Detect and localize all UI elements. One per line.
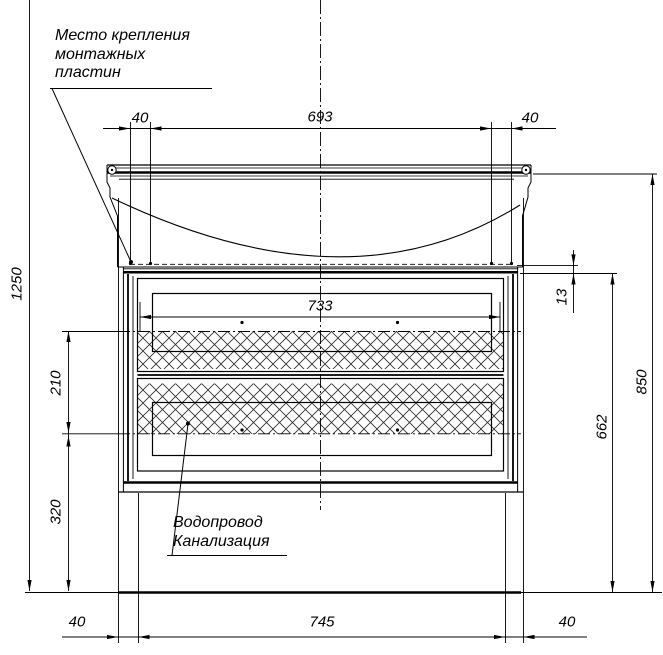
- mounting-note-line2: монтажных: [55, 45, 146, 63]
- plumbing-note: Водопровод Канализация: [173, 513, 270, 551]
- dim-rim-height: 850: [633, 369, 651, 395]
- sink-profile-left: [106, 165, 118, 267]
- mounting-plates: [128, 261, 514, 266]
- plumbing-note-line1: Водопровод: [173, 514, 263, 531]
- handle-point: [240, 428, 244, 432]
- bowl-curve: [111, 197, 521, 258]
- drawer-front-upper: [136, 277, 505, 373]
- dim-bottom-center: 745: [309, 613, 335, 631]
- dim-cabinet-height: 662: [593, 414, 611, 440]
- dim-top-right: 40: [521, 109, 539, 127]
- sink-profile-right: [522, 165, 532, 267]
- dim-bottom-left: 40: [68, 613, 86, 631]
- dim-zone-floor-offset: 320: [47, 499, 65, 525]
- dim-top-gap: 13: [553, 288, 571, 306]
- drawer-inner-lower: [151, 401, 493, 457]
- dim-bottom-right: 40: [558, 613, 576, 631]
- handle-point: [395, 320, 400, 325]
- handle-point: [240, 320, 244, 325]
- dim-overall-height: 1250: [8, 267, 26, 301]
- drawer-inner-upper: [151, 292, 493, 353]
- mounting-note-line1: Место крепления: [55, 27, 190, 44]
- plumbing-note-line2: Канализация: [173, 533, 270, 550]
- dim-drawer-width: 733: [307, 297, 333, 315]
- dim-top-center: 693: [307, 108, 333, 126]
- dim-top-left: 40: [131, 109, 149, 127]
- leader-lines: [50, 88, 287, 556]
- sink-basin: [106, 164, 532, 268]
- dim-zone-height: 210: [47, 370, 65, 396]
- handle-point: [395, 428, 400, 432]
- mounting-plates-note: Место крепления монтажных пластин: [55, 27, 190, 83]
- dimension-arrows: [27, 126, 655, 640]
- plumbing-zones: [118, 331, 521, 435]
- mounting-note-line3: пластин: [55, 64, 121, 81]
